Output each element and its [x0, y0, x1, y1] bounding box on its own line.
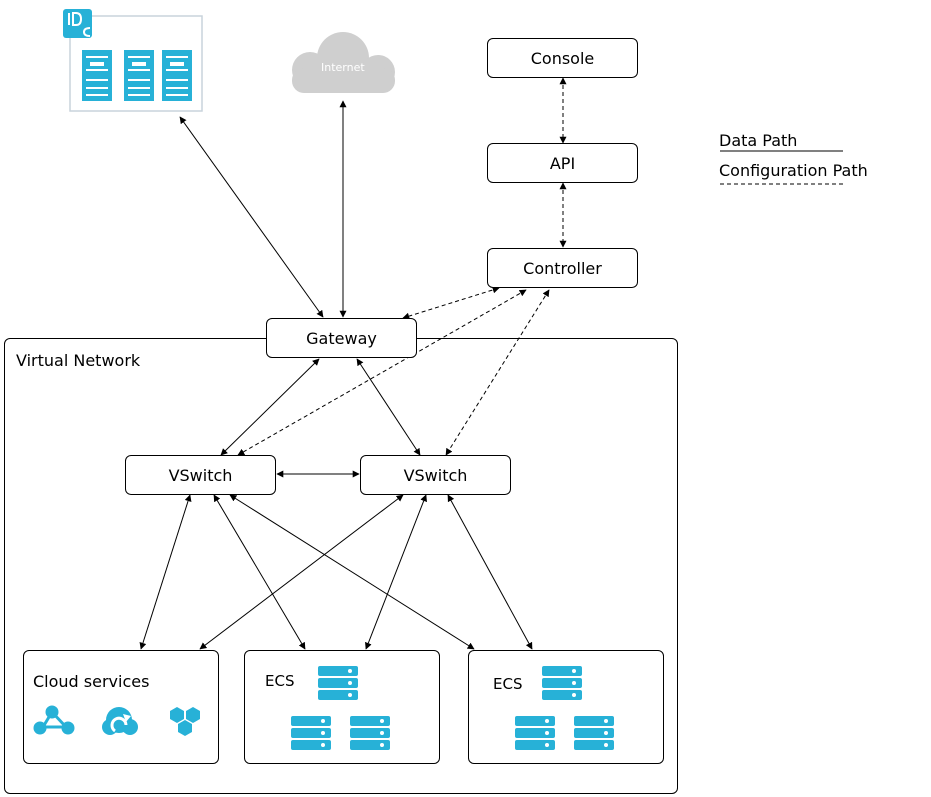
internet-cloud-icon: [292, 32, 395, 93]
idc-icon: [63, 9, 203, 112]
config-path-lines: [237, 77, 567, 456]
cloud-services-label: Cloud services: [33, 672, 150, 691]
cloud-services-icons: [33, 705, 200, 736]
vswitch-left-box[interactable]: VSwitch: [125, 455, 276, 495]
legend-config-path-label: Configuration Path: [719, 161, 868, 180]
hexagon-cluster-icon: [170, 707, 200, 736]
api-box[interactable]: API: [487, 143, 638, 183]
controller-box[interactable]: Controller: [487, 248, 638, 288]
ecs-left-server-icons: [291, 666, 390, 750]
ecs-left-box[interactable]: ECS: [244, 650, 440, 764]
console-box[interactable]: Console: [487, 38, 638, 78]
virtual-network-label: Virtual Network: [16, 351, 141, 370]
network-node-icon: [33, 705, 75, 735]
refresh-cloud-icon: [102, 707, 138, 735]
data-path-lines: [139, 100, 533, 650]
vswitch-right-box[interactable]: VSwitch: [360, 455, 511, 495]
ecs-right-label: ECS: [493, 675, 523, 693]
ecs-left-label: ECS: [265, 672, 295, 690]
internet-label: Internet: [321, 61, 365, 74]
gateway-box[interactable]: Gateway: [266, 318, 417, 358]
legend-data-path-label: Data Path: [719, 131, 798, 150]
ecs-right-box[interactable]: ECS: [468, 650, 664, 764]
ecs-right-server-icons: [515, 666, 614, 750]
cloud-services-box[interactable]: Cloud services: [23, 650, 219, 764]
